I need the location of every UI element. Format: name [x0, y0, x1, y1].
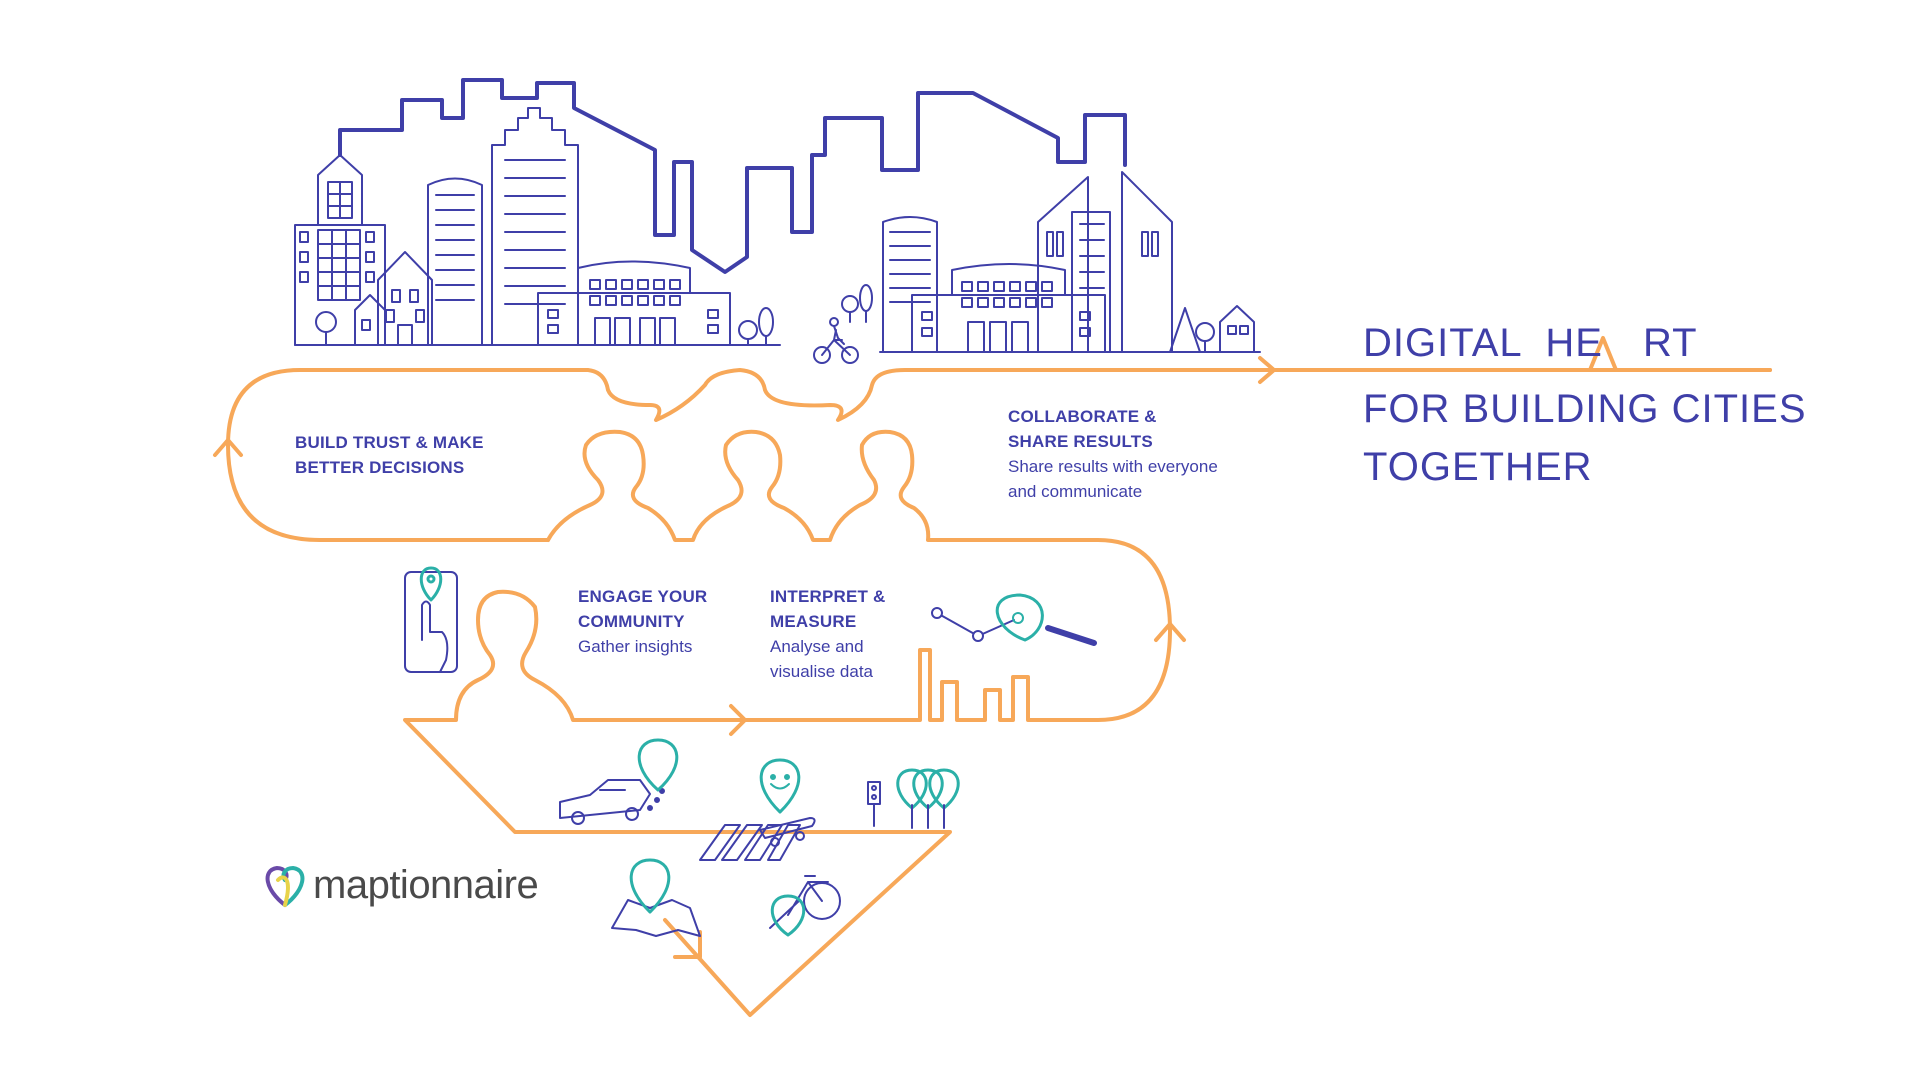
collaborate-step: COLLABORATE & SHARE RESULTS Share result…	[1008, 404, 1218, 504]
smartphone-touch-icon	[404, 571, 458, 673]
engage-step: ENGAGE YOUR COMMUNITY Gather insights	[578, 584, 707, 659]
title-digital-heart-part2: RT	[1642, 321, 1698, 365]
heart-skyline-outline	[338, 78, 1127, 274]
cyclist-icon	[813, 317, 859, 364]
process-flow-path	[213, 336, 1772, 1017]
tree-pins-icon	[896, 768, 960, 829]
interpret-step: INTERPRET & MEASURE Analyse and visualis…	[770, 584, 886, 684]
interpret-heading-line1: INTERPRET &	[770, 587, 886, 606]
traffic-light-icon	[867, 781, 881, 827]
title-digital-heart-part1: DIGITAL HE	[1363, 321, 1603, 365]
map-icon	[611, 899, 701, 937]
location-pin-icon	[770, 894, 806, 937]
title-line1: DIGITAL HE RT	[1363, 314, 1698, 372]
bicycle-icon	[769, 875, 841, 929]
collaborate-desc-line1: Share results with everyone	[1008, 457, 1218, 476]
interpret-desc-line1: Analyse and	[770, 637, 864, 656]
collaborate-heading-line2: SHARE RESULTS	[1008, 432, 1153, 451]
build-trust-heading-line2: BETTER DECISIONS	[295, 458, 465, 477]
build-trust-heading: BUILD TRUST & MAKE BETTER DECISIONS	[295, 430, 484, 480]
engage-heading-line2: COMMUNITY	[578, 612, 685, 631]
interpret-desc-line2: visualise data	[770, 662, 874, 681]
right-city-icon	[841, 171, 1261, 353]
maptionnaire-logo-text: maptionnaire	[313, 863, 539, 907]
data-analysis-icon	[931, 593, 1097, 646]
location-pin-icon	[637, 738, 679, 792]
location-pin-icon	[419, 566, 443, 602]
car-icon	[559, 779, 665, 825]
interpret-heading-line2: MEASURE	[770, 612, 857, 631]
maptionnaire-logo-icon	[265, 866, 305, 907]
build-trust-heading-line1: BUILD TRUST & MAKE	[295, 433, 484, 452]
smiley-pin-icon	[759, 758, 801, 814]
collaborate-desc-line2: and communicate	[1008, 482, 1143, 501]
collaborate-heading-line1: COLLABORATE &	[1008, 407, 1157, 426]
engage-heading-line1: ENGAGE YOUR	[578, 587, 708, 606]
location-pin-icon	[629, 858, 671, 914]
title-line2: FOR BUILDING CITIES	[1363, 387, 1807, 431]
engage-desc-line1: Gather insights	[578, 637, 693, 656]
left-city-icon	[294, 107, 781, 346]
crosswalk-skateboard-icon	[699, 817, 816, 861]
title-line3: TOGETHER	[1363, 445, 1593, 489]
